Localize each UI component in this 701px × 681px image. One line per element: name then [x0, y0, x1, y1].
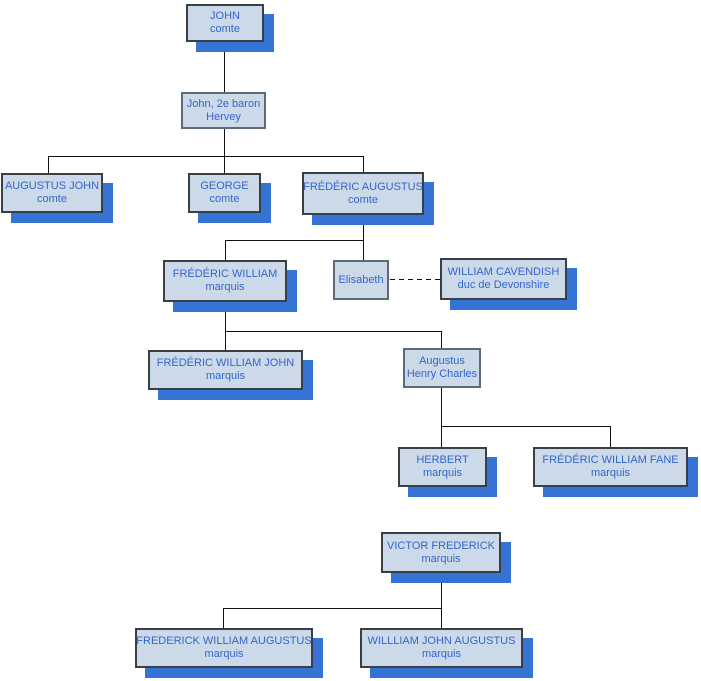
node-hervey: John, 2e baron Hervey: [181, 92, 266, 129]
node-name: FRÉDÉRIC WILLIAM JOHN: [156, 357, 295, 369]
connector-hervey-children: [224, 129, 225, 173]
node-victor-frederick: VICTOR FREDERICK marquis: [381, 532, 501, 573]
connector-augustus-henry-charles-children: [441, 388, 442, 447]
node-title: marquis: [590, 467, 631, 479]
node-name: John, 2e baron: [186, 97, 261, 110]
node-title: comte: [348, 193, 378, 206]
node-title: marquis: [422, 467, 463, 479]
connector-drop-augustus-henry-charles: [441, 331, 442, 348]
node-frederic-augustus: FRÉDÉRIC AUGUSTUS comte: [302, 172, 424, 215]
node-name: FRÉDÉRIC WILLIAM FANE: [542, 454, 679, 466]
connector-victor-frederick-children: [441, 573, 442, 628]
node-augustus-john: AUGUSTUS JOHN comte: [1, 173, 103, 213]
node-name: FRÉDÉRIC AUGUSTUS: [303, 180, 423, 193]
connector-drop-frederic-william-fane: [610, 426, 611, 447]
node-title: comte: [37, 193, 67, 205]
node-william-cavendish: WILLIAM CAVENDISH duc de Devonshire: [440, 258, 567, 300]
node-name: HERBERT: [416, 454, 469, 466]
node-name: VICTOR FREDERICK: [387, 539, 495, 552]
connector-drop-augustus-john: [48, 156, 49, 173]
node-name: GEORGE: [200, 180, 249, 192]
connector-children-row5: [223, 608, 442, 609]
node-augustus-henry-charles: Augustus Henry Charles: [403, 348, 481, 388]
node-frederic-william: FRÉDÉRIC WILLIAM marquis: [163, 260, 287, 302]
connector-frederic-william-children: [225, 302, 226, 350]
node-john: JOHN comte: [186, 4, 264, 42]
node-title: duc de Devonshire: [457, 279, 550, 291]
node-name: Augustus: [419, 355, 465, 367]
node-frederic-william-john: FRÉDÉRIC WILLIAM JOHN marquis: [148, 350, 303, 390]
node-willliam-john-augustus: WILLLIAM JOHN AUGUSTUS marquis: [360, 628, 523, 668]
connector-drop-frederick-william-augustus: [223, 608, 224, 628]
node-title: Henry Charles: [406, 368, 478, 380]
connector-children-row2: [225, 240, 364, 241]
node-title: marquis: [204, 648, 244, 660]
node-name: WILLIAM CAVENDISH: [447, 266, 560, 278]
node-frederick-william-augustus: FREDERICK WILLIAM AUGUSTUS marquis: [135, 628, 313, 668]
node-frederic-william-fane: FRÉDÉRIC WILLIAM FANE marquis: [533, 447, 688, 487]
node-title: marquis: [205, 281, 245, 293]
node-name: FREDERICK WILLIAM AUGUSTUS: [136, 635, 312, 647]
connector-children-row1: [48, 156, 364, 157]
node-george: GEORGE comte: [188, 173, 261, 213]
node-title: marquis: [421, 552, 461, 565]
connector-john-hervey: [224, 41, 225, 92]
node-name: WILLLIAM JOHN AUGUSTUS: [367, 635, 516, 647]
node-herbert: HERBERT marquis: [398, 447, 487, 487]
node-name: Elisabeth: [338, 273, 384, 286]
node-title: comte: [210, 23, 240, 35]
connector-drop-frederic-augustus: [363, 156, 364, 172]
node-title: marquis: [421, 648, 462, 660]
node-title: Hervey: [206, 110, 241, 123]
node-title: comte: [209, 193, 240, 205]
connector-children-row4: [441, 426, 611, 427]
connector-children-row3: [225, 331, 442, 332]
node-title: marquis: [205, 370, 246, 382]
connector-marriage-elisabeth-cavendish: [390, 279, 440, 280]
connector-frederic-augustus-children: [363, 215, 364, 260]
node-name: FRÉDÉRIC WILLIAM: [172, 268, 278, 280]
connector-drop-frederic-william: [225, 240, 226, 260]
node-name: AUGUSTUS JOHN: [4, 180, 100, 192]
node-elisabeth: Elisabeth: [333, 260, 389, 300]
node-name: JOHN: [210, 10, 240, 22]
